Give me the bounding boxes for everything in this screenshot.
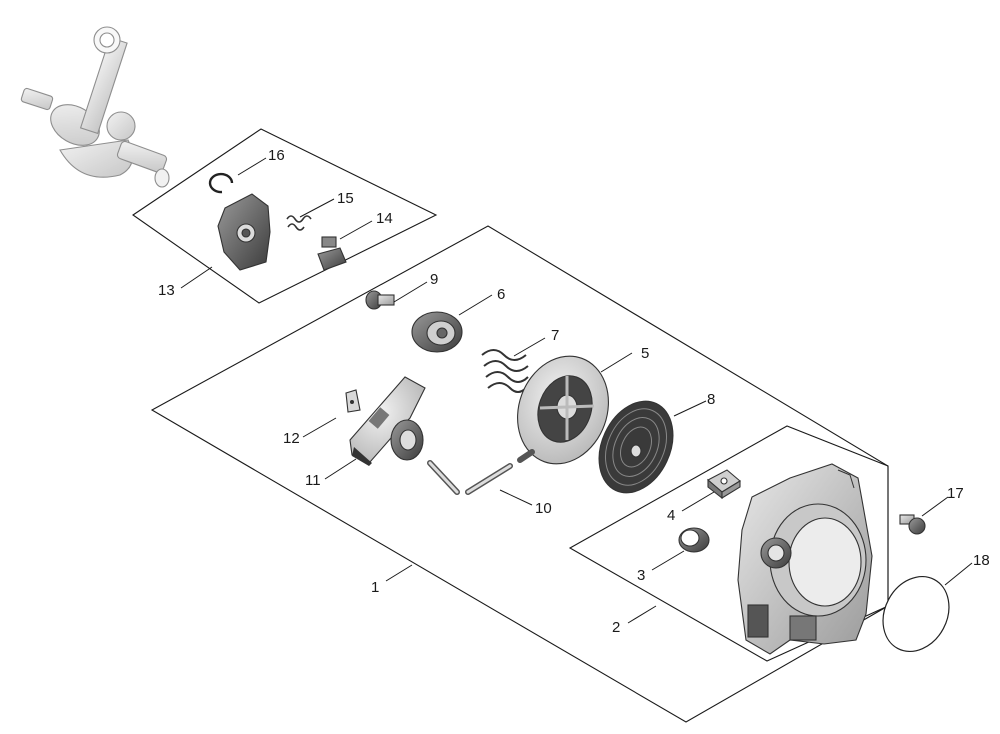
label-10: 10 <box>535 500 552 517</box>
label-11: 11 <box>305 472 321 489</box>
label-3: 3 <box>637 567 645 584</box>
part-17-screw <box>899 514 926 535</box>
part-7-coil-spring <box>481 349 529 393</box>
label-13: 13 <box>158 282 175 299</box>
part-16-circlip <box>208 172 234 194</box>
part-3-bushing <box>678 527 710 553</box>
part-15-spring <box>286 215 312 231</box>
part-9-bolt <box>365 290 395 310</box>
label-4: 4 <box>667 507 675 524</box>
part-11-handle <box>349 376 426 466</box>
part-2-starter-case <box>737 463 873 655</box>
part-number-labels: 1 2 3 4 5 6 7 8 9 10 11 12 13 14 15 16 1… <box>158 147 990 636</box>
label-16: 16 <box>268 147 285 164</box>
label-7: 7 <box>551 327 559 344</box>
leader-lines <box>180 157 973 624</box>
label-9: 9 <box>430 271 438 288</box>
label-15: 15 <box>337 190 354 207</box>
part-13-pawl-plate <box>217 193 271 271</box>
part-14-pawl <box>317 236 347 271</box>
label-2: 2 <box>612 619 620 636</box>
part-18-gasket <box>882 576 950 652</box>
sub-frame <box>568 425 889 662</box>
label-14: 14 <box>376 210 393 227</box>
part-10-pins <box>427 449 535 495</box>
part-8-recoil-spring <box>598 400 674 494</box>
label-12: 12 <box>283 430 300 447</box>
label-18: 18 <box>973 552 990 569</box>
part-5-pulley <box>517 355 609 465</box>
part-4-nut <box>707 469 741 500</box>
part-12-plate <box>345 389 361 413</box>
upper-frame <box>132 128 438 304</box>
label-8: 8 <box>707 391 715 408</box>
crankshaft <box>20 26 170 188</box>
label-17: 17 <box>947 485 964 502</box>
label-5: 5 <box>641 345 649 362</box>
part-6-drum <box>411 311 463 353</box>
label-6: 6 <box>497 286 505 303</box>
label-1: 1 <box>371 579 379 596</box>
